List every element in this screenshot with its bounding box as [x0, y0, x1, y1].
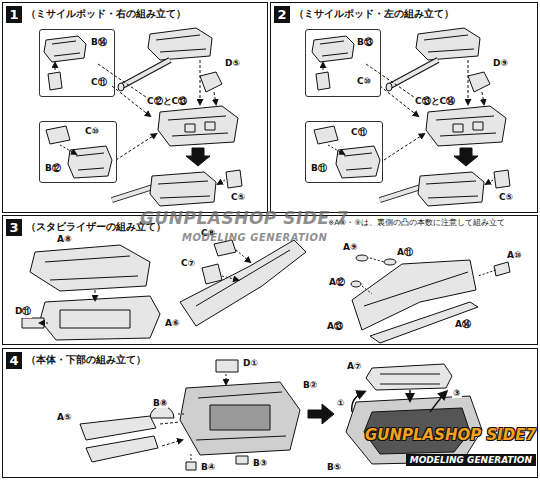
step-panel: 2（ミサイルポッド・左の組み立て） B⑬ C⑩ C⑪ B⑪	[270, 2, 538, 213]
part-callout: B⑤	[326, 462, 342, 472]
part-callout: A⑦	[346, 361, 363, 371]
part-callout: A⑧	[56, 234, 73, 244]
part-callout: A⑤	[56, 412, 73, 422]
watermark: MODELING GENERATION	[182, 232, 327, 243]
logo-text: MODELING GENERATION	[406, 454, 536, 466]
part-callout: D①	[242, 358, 259, 368]
part-callout: C⑩	[356, 76, 372, 86]
step-title: （ミサイルポッド・右の組み立て）	[25, 7, 187, 21]
step-number: 1	[6, 6, 22, 23]
watermark: GUNPLASHOP SIDE 7	[140, 208, 348, 228]
part-callout: D⑨	[492, 58, 509, 68]
part-callout: B③	[252, 458, 268, 468]
part-callout: C⑦	[180, 258, 196, 268]
part-callout: C⑪	[90, 76, 108, 89]
part-callout: C⑤	[498, 192, 514, 202]
part-callout: D⑪	[14, 305, 32, 318]
part-callout: ①	[336, 398, 346, 408]
part-callout: C⑤	[230, 192, 246, 202]
part-callout: B⑬	[356, 36, 374, 49]
part-callout: C⑪	[350, 126, 368, 139]
part-callout: C⑫とC⑬	[146, 95, 188, 108]
part-callout: B⑧	[152, 398, 168, 408]
part-callout: B④	[200, 462, 216, 472]
step-title: （ミサイルポッド・左の組み立て）	[293, 7, 455, 21]
step-title: （本体・下部の組み立て）	[25, 353, 147, 367]
assembly-note: ※A⑧・⑨は、裏側の凸の本数に注意して組み立て	[328, 218, 533, 228]
part-callout: C⑩	[84, 126, 100, 136]
step-panel: 1（ミサイルポッド・右の組み立て） B⑭ C⑪ C⑩ B⑫	[2, 2, 268, 213]
part-callout: A⑫	[328, 276, 346, 289]
parts-inset-box: B⑬ C⑩	[305, 29, 381, 97]
step-number: 3	[6, 219, 22, 236]
part-callout: A⑭	[454, 318, 472, 331]
logo-text: GUNPLASHOP SIDE7	[365, 426, 536, 444]
parts-inset-box: C⑪ B⑪	[305, 121, 383, 183]
part-callout: D⑤	[224, 58, 241, 68]
part-callout: B⑭	[90, 36, 108, 49]
step-number: 2	[274, 6, 290, 23]
part-callout: C⑬とC⑭	[414, 95, 456, 108]
part-callout: A⑨	[342, 242, 359, 252]
part-callout: B⑪	[310, 162, 328, 175]
parts-inset-box: B⑭ C⑪	[39, 29, 115, 97]
part-callout: ③	[452, 388, 462, 398]
step-number: 4	[6, 352, 22, 369]
part-callout: B②	[302, 380, 318, 390]
part-callout: A⑪	[396, 246, 414, 259]
parts-inset-box: C⑩ B⑫	[39, 121, 117, 183]
part-callout: A⑥	[164, 318, 181, 328]
part-callout: A⑩	[506, 250, 523, 260]
part-callout: B⑫	[44, 162, 62, 175]
part-callout: A⑬	[326, 320, 344, 333]
